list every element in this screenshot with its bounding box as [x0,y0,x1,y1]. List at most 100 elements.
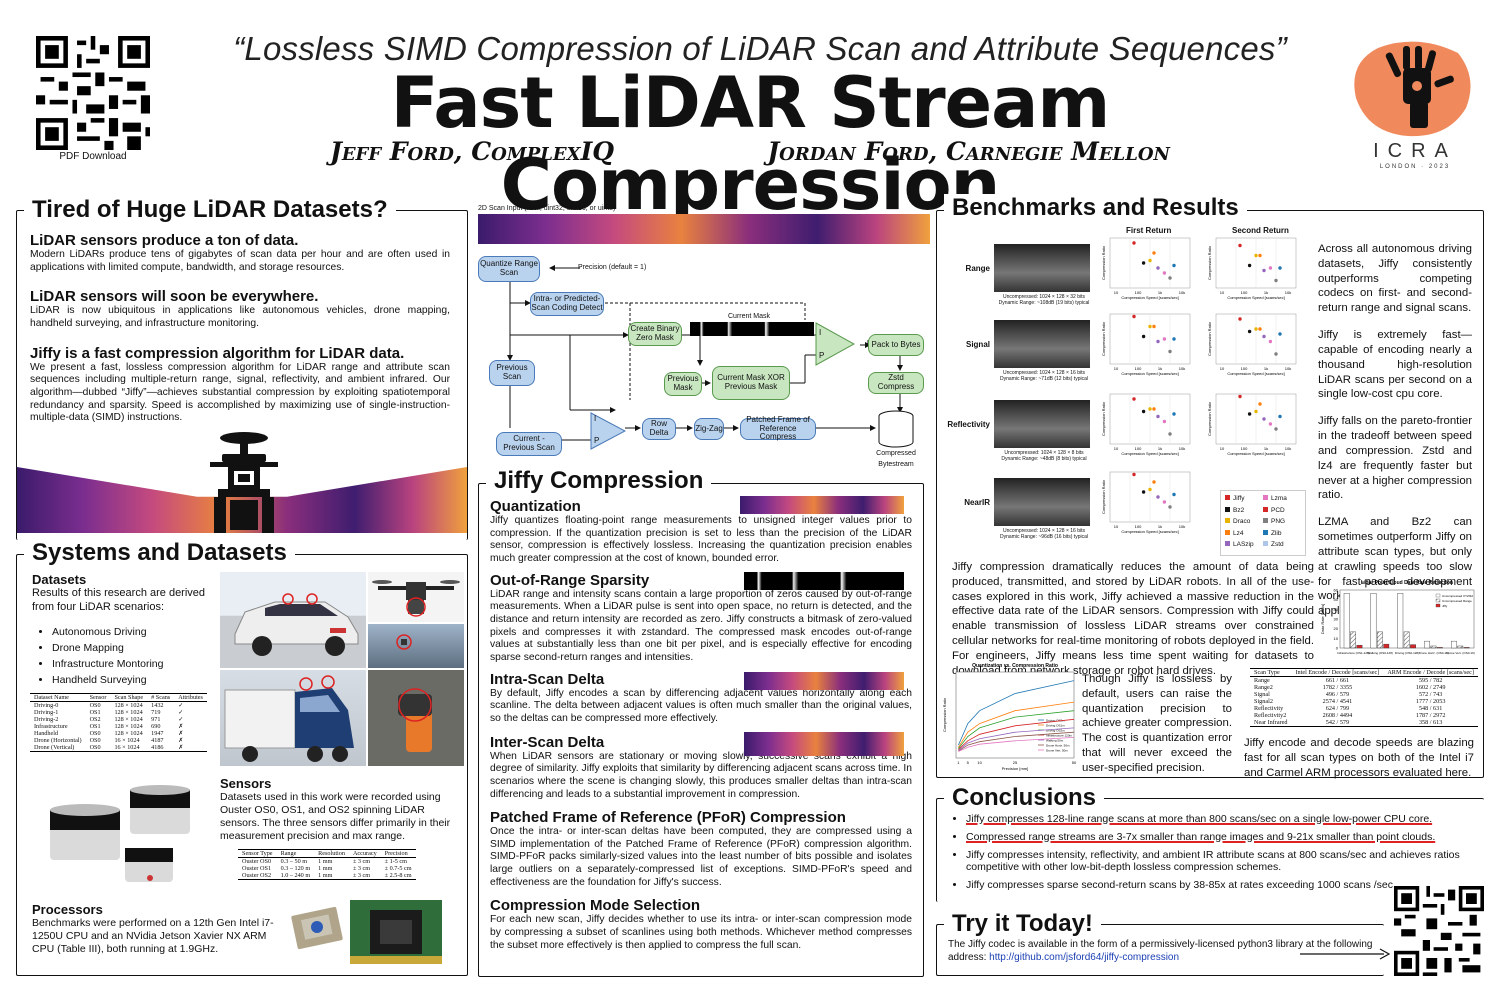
datasets-block: Datasets Results of this research are de… [32,572,218,686]
repo-qr-code[interactable] [1394,886,1484,976]
mux-ip-bottom [590,412,626,450]
bench-scan-thumbnail [994,320,1090,368]
tired-text-1: Modern LiDARs produce tens of gigabytes … [30,249,450,273]
table-cell: ± 1-5 cm [384,858,407,865]
bench-row-label: Signal [965,340,990,349]
conclusion-text: Compressed range streams are 3-7x smalle… [966,831,1436,843]
second-return-label: Second Return [1232,226,1289,235]
table-cell: Signal2 [1254,698,1273,705]
table-cell: ± 3 cm [348,872,381,880]
table-cell: 128 × 1024 [114,709,143,716]
conclusion-text: Jiffy compresses intensity, reflectivity… [966,849,1460,873]
intra-detect-box: Intra- or Predicted-Scan Coding Detect [530,292,604,316]
scatter-tick-label: 100 [1135,366,1142,371]
database-icon [878,410,914,448]
bar-legend-label: Uncompressed Range [1442,599,1472,603]
scatter-xlabel: Compression Speed [scans/sec] [1227,451,1284,456]
line-chart-title: Quantization vs. Compression Ratio [972,663,1058,669]
bar-legend-swatch [1435,603,1441,608]
table-cell: 2608 / 4494 [1322,712,1353,719]
conclusion-item: Jiffy compresses 128-line range scans at… [966,813,1466,825]
scatter-point [1162,271,1167,275]
data-bar [1343,593,1350,649]
scatter-point [1274,352,1278,356]
series-line [958,727,1075,751]
scatter-xlabel: Compression Speed [scans/sec] [1121,529,1178,534]
sensor-table: Sensor Type Range Resolution Accuracy Pr… [238,849,416,880]
table-cell: 358 / 613 [1383,719,1478,727]
table-cell: 690 [151,723,161,730]
table-header: Range [276,849,315,858]
paper-subtitle: “Lossless SIMD Compression of LiDAR Scan… [233,30,1287,67]
scatter-tick-label: 1k [1158,446,1162,451]
lidar-sensor-illustration [210,432,278,533]
author-1: Jeff Ford, ComplexIQ [330,137,615,166]
bench-row-label: NearIR [964,498,990,507]
scatter-tick-label: 1k [1264,290,1268,295]
scatter-point [1247,263,1252,268]
scatter-point [1141,334,1146,339]
table-cell: 128 × 1024 [114,716,143,723]
scatter-ylabel: Compression Ratio [1101,479,1106,514]
legend-item: PCD [1263,506,1301,517]
table-cell: 16 × 1024 [114,737,140,744]
line-chart-xlabel: Precision [mm] [1002,766,1028,771]
pdf-qr-code[interactable] [36,36,150,150]
table-cell: Drone (Vertical) [30,744,86,752]
table-header: # Scans [147,693,175,702]
table-cell: ✗ [178,723,184,730]
table-cell: 971 [151,716,161,723]
table-header: Attributes [174,693,207,702]
table-cell: Signal [1254,691,1270,698]
table-header: Dataset Name [30,693,86,702]
legend-swatch [1263,529,1268,535]
scatter-point [1162,419,1167,424]
try-panel [936,924,1384,976]
table-header: ARM Encode / Decode [scans/sec] [1383,668,1478,677]
inter-delta-text: When LiDAR sensors are stationary or mov… [490,750,912,800]
legend-item: Bz2 [1225,506,1263,517]
scatter-point [1152,407,1156,411]
poster-title: Fast LiDAR Stream Compression [390,62,1111,226]
table-cell: 661 / 661 [1325,677,1350,684]
table-cell: 572 / 743 [1418,691,1443,698]
bar-chart-ytick: 0 [1336,646,1339,651]
quantization-strip [740,496,904,514]
scatter-point [1172,492,1176,497]
scatter-ylabel: Compression Ratio [1207,245,1212,280]
scatter-tick-label: 10 [1220,290,1225,295]
arrow-right-icon [1300,948,1390,960]
table-cell: ✗ [178,730,184,737]
table-header: Sensor [85,693,111,702]
table-cell: 4186 [147,744,175,752]
scatter-point [1258,402,1262,406]
bar-chart-ytick: 60 [1334,588,1339,593]
legend-item: Zlib [1263,529,1301,540]
data-bar [1356,645,1363,649]
sensors-heading: Sensors [220,776,272,791]
table-cell: Reflectivity [1254,705,1284,712]
jiffy-panel-title: Jiffy Compression [486,467,712,495]
bar-chart-title: Lidar Point Cloud Data Rate Reduction [1361,580,1453,586]
scatter-point [1162,337,1167,341]
line-chart-xtick: 50 [1072,760,1077,765]
table-cell: 1777 / 2053 [1415,698,1446,705]
try-title: Try it Today! [944,910,1101,938]
line-legend-label: Walking 50m [1046,739,1064,743]
scatter-point [1162,500,1167,504]
repo-link[interactable]: http://github.com/jsford64/jiffy-compres… [989,952,1180,963]
xor-box: Current Mask XOR Previous Mask [712,366,790,400]
legend-swatch [1263,495,1268,500]
try-text: The Jiffy codec is available in the form… [948,939,1373,963]
scenario-item: Infrastructure Montoring [52,658,218,670]
table-cell: 1432 [151,702,164,709]
conclusion-item: Compressed range streams are 3-7x smalle… [966,831,1466,843]
bench-caption: Uncompressed: 1024 × 128 × 32 bits [1003,294,1085,300]
legend-item: Jiffy [1225,495,1263,505]
scatter-tick-label: 10 [1220,366,1225,371]
sparsity-strip [744,572,904,590]
